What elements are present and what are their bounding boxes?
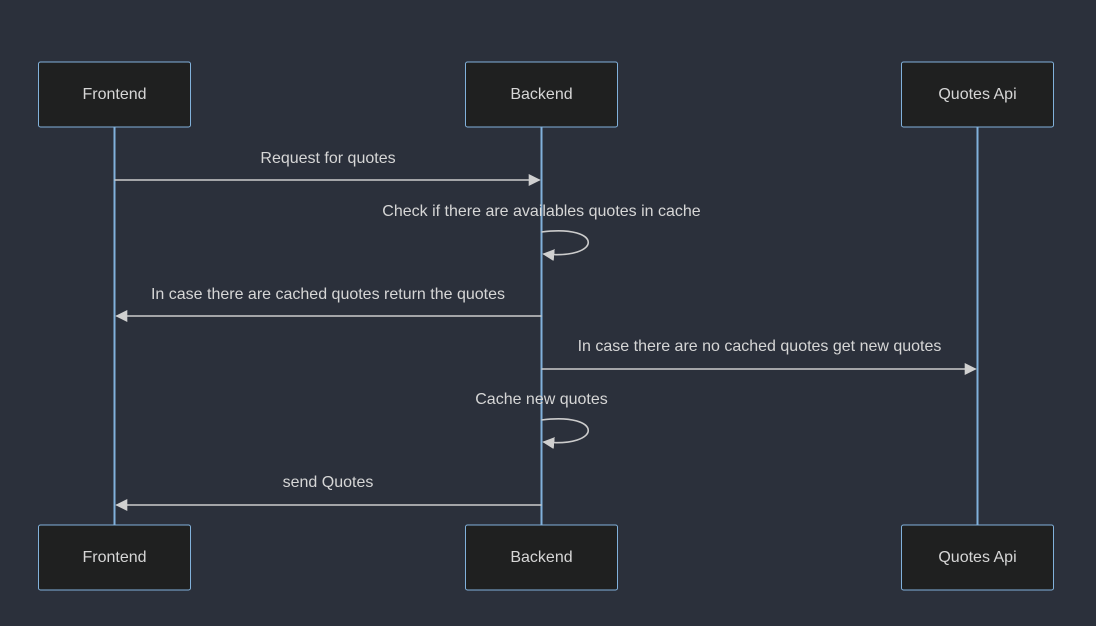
actor-label: Backend: [510, 549, 572, 566]
actor-label: Quotes Api: [938, 549, 1016, 566]
actor-box: [465, 524, 618, 591]
message: In case there are cached quotes return t…: [115, 286, 542, 322]
actor-backend-bottom[interactable]: Backend: [465, 524, 618, 591]
actor-box: [38, 524, 191, 591]
message: Check if there are availables quotes in …: [382, 203, 701, 262]
actor-box: [465, 61, 618, 128]
message: Cache new quotes: [475, 391, 608, 450]
actor-frontend-bottom[interactable]: Frontend: [38, 524, 191, 591]
message: In case there are no cached quotes get n…: [541, 338, 977, 375]
self-message-arrow: [541, 230, 589, 262]
actor-label: Frontend: [82, 86, 146, 103]
self-message-arrow: [541, 418, 589, 450]
actor-label: Backend: [510, 86, 572, 103]
message: Request for quotes: [114, 150, 541, 186]
actor-label: Quotes Api: [938, 86, 1016, 103]
message-label: In case there are cached quotes return t…: [151, 286, 505, 303]
message: send Quotes: [115, 474, 542, 511]
message-label: In case there are no cached quotes get n…: [578, 338, 942, 355]
actor-frontend-top[interactable]: Frontend: [38, 61, 191, 128]
actor-box: [901, 524, 1054, 591]
actor-box: [901, 61, 1054, 128]
actor-label: Frontend: [82, 549, 146, 566]
message-label: Request for quotes: [260, 150, 395, 167]
message-label: send Quotes: [283, 474, 374, 491]
actor-quotes_api-top[interactable]: Quotes Api: [901, 61, 1054, 128]
actor-box: [38, 61, 191, 128]
message-label: Check if there are availables quotes in …: [382, 203, 701, 220]
actor-quotes_api-bottom[interactable]: Quotes Api: [901, 524, 1054, 591]
message-label: Cache new quotes: [475, 391, 608, 408]
actor-backend-top[interactable]: Backend: [465, 61, 618, 128]
